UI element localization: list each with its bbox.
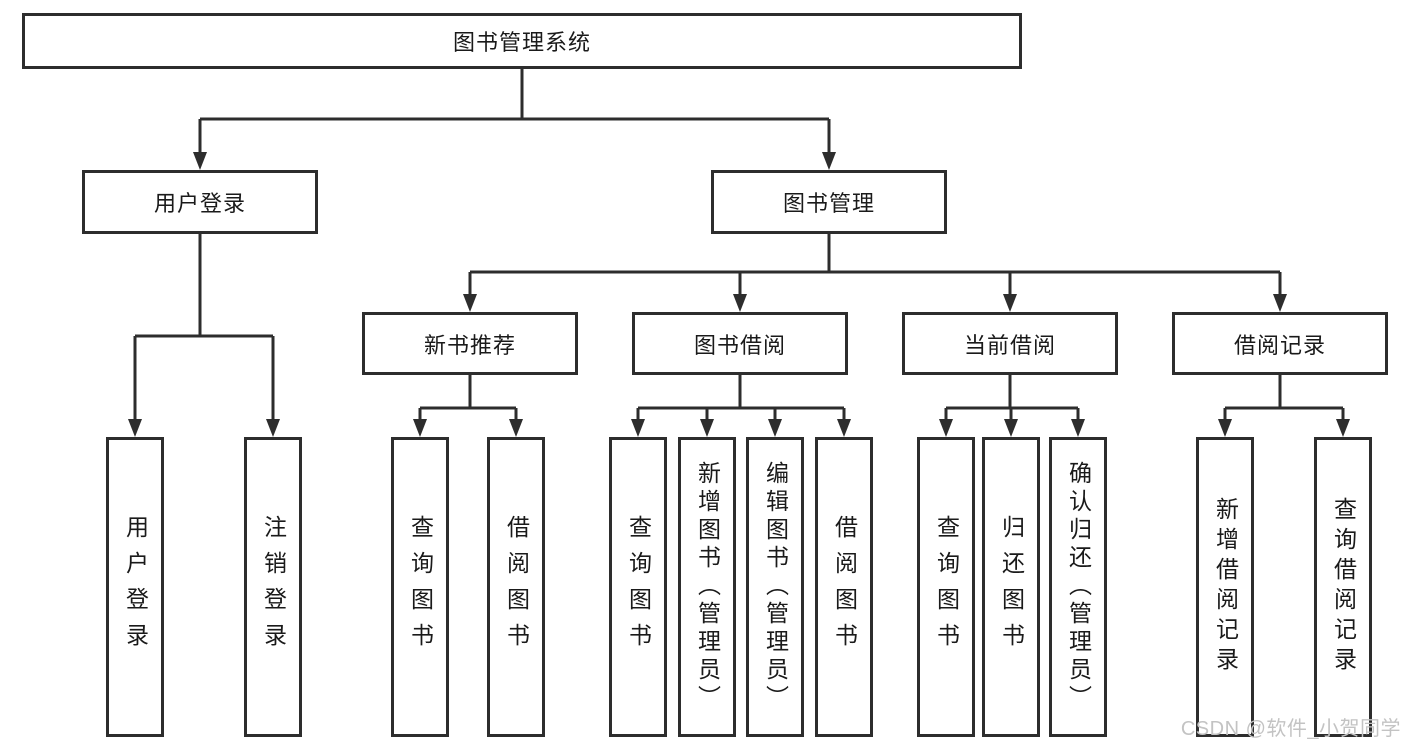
node-label: 查询图书: [933, 515, 960, 659]
leaf-return-books: 归还图书: [982, 437, 1040, 737]
connector-book-borrow-to-leaves: [631, 375, 851, 437]
node-root-library-management-system: 图书管理系统: [22, 13, 1022, 69]
leaf-query-books-2: 查询图书: [609, 437, 667, 737]
leaf-add-books-admin: 新增图书（管理员）: [678, 437, 736, 737]
node-user-login-group: 用户登录: [82, 170, 318, 234]
node-new-book-recommendation: 新书推荐: [362, 312, 578, 375]
node-label: 新增图书（管理员）: [694, 461, 721, 713]
node-label: 查询图书: [625, 515, 652, 659]
node-label: 新书推荐: [423, 332, 516, 358]
leaf-query-books-1: 查询图书: [391, 437, 449, 737]
leaf-edit-books-admin: 编辑图书（管理员）: [746, 437, 804, 737]
connector-root-to-level2: [193, 69, 836, 170]
connector-book-management-to-level3: [463, 234, 1287, 312]
node-label: 借阅图书: [503, 515, 530, 659]
leaf-query-borrow-record: 查询借阅记录: [1314, 437, 1372, 737]
node-label: 借阅记录: [1233, 332, 1326, 358]
node-current-borrowing: 当前借阅: [902, 312, 1118, 375]
node-borrowing-records: 借阅记录: [1172, 312, 1388, 375]
connector-borrow-record-to-leaves: [1218, 375, 1350, 437]
node-label: 新增借阅记录: [1212, 497, 1239, 677]
node-label: 注销登录: [260, 515, 287, 659]
leaf-borrow-books-1: 借阅图书: [487, 437, 545, 737]
leaf-logout: 注销登录: [244, 437, 302, 737]
node-label: 借阅图书: [831, 515, 858, 659]
node-label: 确认归还（管理员）: [1065, 461, 1092, 713]
leaf-user-login: 用户登录: [106, 437, 164, 737]
node-label: 查询借阅记录: [1330, 497, 1357, 677]
leaf-borrow-books-2: 借阅图书: [815, 437, 873, 737]
node-label: 图书管理: [782, 191, 875, 216]
connector-user-login-to-leaves: [128, 234, 280, 437]
leaf-query-books-3: 查询图书: [917, 437, 975, 737]
node-label: 编辑图书（管理员）: [762, 461, 789, 713]
node-label: 用户登录: [153, 191, 246, 216]
node-label: 归还图书: [998, 515, 1025, 659]
connector-current-borrow-to-leaves: [939, 375, 1085, 437]
leaf-confirm-return-admin: 确认归还（管理员）: [1049, 437, 1107, 737]
node-label: 用户登录: [122, 515, 149, 659]
leaf-add-borrow-record: 新增借阅记录: [1196, 437, 1254, 737]
node-label: 查询图书: [407, 515, 434, 659]
node-book-borrowing: 图书借阅: [632, 312, 848, 375]
node-label: 图书借阅: [693, 332, 786, 358]
node-label: 图书管理系统: [452, 30, 591, 55]
node-book-management-group: 图书管理: [711, 170, 947, 234]
node-label: 当前借阅: [963, 332, 1056, 358]
csdn-watermark: CSDN @软件_小贺同学: [1180, 718, 1401, 740]
connector-new-book-to-leaves: [413, 375, 523, 437]
